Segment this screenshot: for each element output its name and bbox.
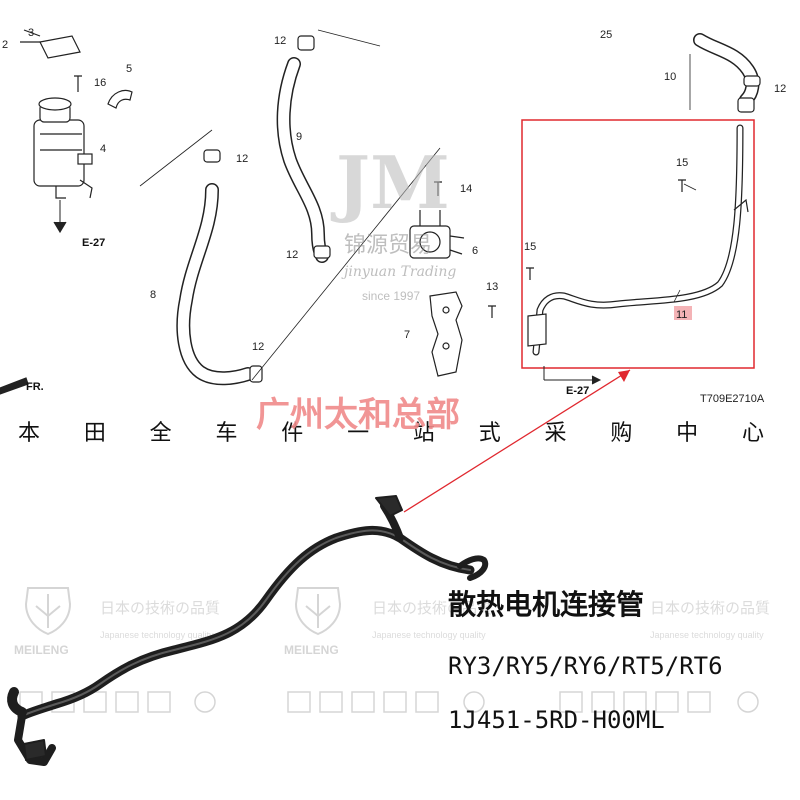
front-arrow bbox=[0, 377, 29, 395]
coolant-reservoir bbox=[33, 97, 93, 199]
bolt-part-14 bbox=[434, 181, 442, 196]
reservoir-bracket bbox=[20, 29, 81, 59]
label-part-10: 10 bbox=[664, 71, 676, 83]
pointer-arrow bbox=[403, 369, 631, 513]
brand-slogan-cn-2: 日本の技術の品質 bbox=[372, 599, 492, 617]
banner-char: 心 bbox=[742, 421, 764, 446]
label-part-16: 16 bbox=[94, 77, 106, 89]
label-part-14: 14 bbox=[460, 183, 472, 195]
ref-e27-right: E-27 bbox=[566, 385, 589, 397]
brand-slogan-cn: 日本の技術の品質 bbox=[100, 599, 220, 617]
label-part-7: 7 bbox=[404, 329, 410, 341]
label-part-8: 8 bbox=[150, 289, 156, 301]
brand-name: MEILENG bbox=[14, 643, 69, 657]
label-part-12-d: 12 bbox=[252, 341, 264, 353]
clamp-part-12-c bbox=[297, 35, 315, 51]
clamp-part-12-d bbox=[313, 245, 331, 259]
product-photo-pipe bbox=[7, 495, 489, 766]
label-part-12-e: 12 bbox=[774, 83, 786, 95]
clamp-part-12-f bbox=[743, 75, 761, 87]
banner-char: 站 bbox=[413, 421, 435, 446]
watermark-since: since 1997 bbox=[362, 289, 420, 303]
clamp-part-12-e bbox=[737, 97, 755, 113]
banner-char: 全 bbox=[150, 421, 172, 446]
overlay-red-text: 广州太和总部 bbox=[256, 395, 460, 435]
label-part-4: 4 bbox=[100, 143, 106, 155]
brand-watermark: MEILENG 日本の技術の品質 Japanese technology qua… bbox=[14, 587, 770, 713]
diagram-code: T709E2710A bbox=[700, 393, 765, 405]
meileng-logo-mid: MEILENG bbox=[284, 587, 342, 657]
watermark-logo: JM bbox=[330, 140, 450, 225]
label-part-15-a: 15 bbox=[676, 157, 688, 169]
e27-arrow-right bbox=[543, 366, 602, 385]
jm-watermark: JM 锦源贸易 jinyuan Trading since 1997 bbox=[330, 140, 456, 303]
pipe-part-11-diagram bbox=[526, 124, 749, 356]
label-part-13: 13 bbox=[486, 281, 498, 293]
watermark-company-cn: 锦源贸易 bbox=[344, 233, 432, 258]
label-part-11: 11 bbox=[676, 309, 687, 321]
part-11-highlight-tag bbox=[674, 306, 692, 320]
label-part-6: 6 bbox=[472, 245, 478, 257]
bolt-part-13 bbox=[488, 305, 496, 318]
brand-slogan-en-3: Japanese technology quality bbox=[650, 630, 764, 640]
brand-slogan-en: Japanese technology quality bbox=[100, 630, 214, 640]
banner-char: 本 bbox=[18, 421, 40, 446]
label-part-5: 5 bbox=[126, 63, 132, 75]
meileng-logo-left: MEILENG bbox=[14, 587, 72, 657]
product-part-number: 1J451-5RD-H00ML bbox=[448, 706, 665, 734]
banner-char: 中 bbox=[676, 421, 698, 446]
label-part-9: 9 bbox=[296, 131, 302, 143]
clamp-part-12-a bbox=[203, 149, 221, 163]
banner-char: 购 bbox=[610, 421, 632, 446]
brand-slogan-cn-3: 日本の技術の品質 bbox=[650, 599, 770, 617]
electric-pump bbox=[409, 210, 465, 259]
label-part-15-b: 15 bbox=[524, 241, 536, 253]
brand-name-2: MEILENG bbox=[284, 643, 339, 657]
label-part-3: 3 bbox=[28, 27, 34, 39]
care-icons-row-mid bbox=[287, 691, 485, 713]
label-part-12-b: 12 bbox=[274, 35, 286, 47]
banner-char: 一 bbox=[347, 421, 369, 446]
banner-char: 车 bbox=[215, 421, 237, 446]
banner-row: 本田全车件一站式采购中心 bbox=[18, 421, 764, 446]
bolt-part-16 bbox=[74, 75, 82, 92]
care-icons-row-right bbox=[559, 691, 759, 713]
watermark-company-en: jinyuan Trading bbox=[341, 264, 456, 280]
hose-part-5 bbox=[107, 89, 133, 109]
label-part-12-a: 12 bbox=[236, 153, 248, 165]
label-part-25: 25 bbox=[600, 29, 612, 41]
banner-char: 件 bbox=[281, 421, 303, 446]
product-models: RY3/RY5/RY6/RT5/RT6 bbox=[448, 652, 723, 680]
product-name: 散热电机连接管 bbox=[448, 588, 644, 621]
ref-e27-left: E-27 bbox=[82, 237, 105, 249]
label-part-12-c: 12 bbox=[286, 249, 298, 261]
highlight-box bbox=[521, 119, 755, 369]
ref-front: FR. bbox=[26, 381, 44, 393]
banner-char: 式 bbox=[479, 421, 501, 446]
brand-slogan-en-2: Japanese technology quality bbox=[372, 630, 486, 640]
pump-bracket bbox=[429, 291, 463, 377]
banner-char: 采 bbox=[545, 421, 567, 446]
label-part-2: 2 bbox=[2, 39, 8, 51]
clamp-part-12-b bbox=[249, 365, 263, 383]
banner-char: 田 bbox=[84, 421, 106, 446]
exploded-diagram bbox=[0, 29, 761, 395]
